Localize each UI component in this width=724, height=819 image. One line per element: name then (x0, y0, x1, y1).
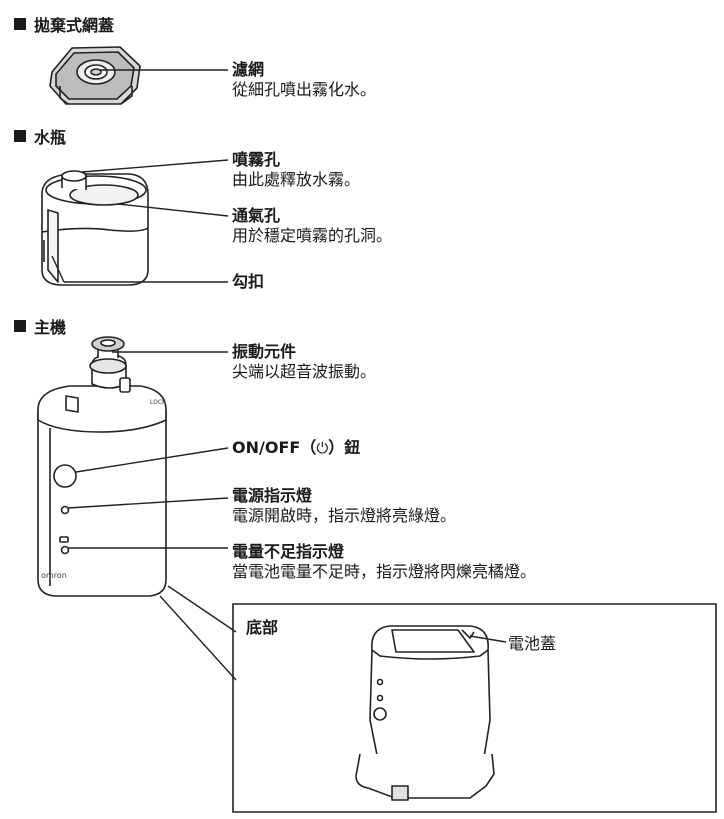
label-spray-hole-title: 噴霧孔 (232, 150, 281, 169)
label-onoff-suffix: ）鈕 (328, 438, 361, 457)
label-battery-lamp-title: 電量不足指示燈 (232, 542, 345, 561)
mesh-cover-illustration (49, 46, 141, 105)
main-unit-illustration (37, 336, 167, 597)
lock-text: LOCK (150, 399, 167, 406)
square-bullet-icon (14, 130, 26, 142)
section-title-cover-text: 拋棄式網蓋 (34, 16, 115, 35)
label-vibrator: 振動元件 尖端以超音波振動。 (232, 342, 376, 382)
label-power-lamp-desc: 電源開啟時，指示燈將亮綠燈。 (232, 506, 457, 525)
label-battery-lamp: 電量不足指示燈 當電池電量不足時，指示燈將閃爍亮橘燈。 (232, 542, 536, 582)
square-bullet-icon (14, 18, 26, 30)
bottom-inset-frame (232, 603, 717, 813)
section-title-bottle: 水瓶 (14, 124, 66, 148)
label-filter-title: 濾網 (232, 60, 265, 79)
power-icon: ⏻ (316, 439, 329, 457)
label-vent-hole-title: 通氣孔 (232, 206, 281, 225)
label-battery-lamp-desc: 當電池電量不足時，指示燈將閃爍亮橘燈。 (232, 562, 537, 581)
label-vibrator-title: 振動元件 (232, 342, 297, 361)
label-filter-desc: 從細孔噴出霧化水。 (232, 80, 377, 99)
label-hook-title: 勾扣 (232, 272, 265, 291)
unit-bottom-illustration (355, 625, 507, 801)
leader-lines (51, 69, 237, 681)
battery-cover-label: 電池蓋 (508, 634, 557, 653)
brand-text: omron (41, 571, 67, 580)
label-power-lamp: 電源指示燈 電源開啟時，指示燈將亮綠燈。 (232, 486, 456, 526)
label-vent-hole-desc: 用於穩定噴霧的孔洞。 (232, 226, 393, 245)
label-filter: 濾網 從細孔噴出霧化水。 (232, 60, 376, 100)
label-onoff-prefix: ON/OFF（ (232, 438, 317, 457)
label-onoff: ON/OFF（⏻）鈕 (232, 438, 360, 458)
section-title-bottle-text: 水瓶 (34, 128, 67, 147)
label-spray-hole: 噴霧孔 由此處釋放水霧。 (232, 150, 360, 190)
label-power-lamp-title: 電源指示燈 (232, 486, 313, 505)
square-bullet-icon (14, 320, 26, 332)
label-hook: 勾扣 (232, 272, 264, 292)
bottom-inset-title: 底部 (246, 618, 279, 637)
label-vibrator-desc: 尖端以超音波振動。 (232, 362, 377, 381)
section-title-cover: 拋棄式網蓋 (14, 12, 114, 36)
section-title-main-unit-text: 主機 (34, 318, 67, 337)
label-vent-hole: 通氣孔 用於穩定噴霧的孔洞。 (232, 206, 392, 246)
label-spray-hole-desc: 由此處釋放水霧。 (232, 170, 361, 189)
section-title-main-unit: 主機 (14, 314, 66, 338)
